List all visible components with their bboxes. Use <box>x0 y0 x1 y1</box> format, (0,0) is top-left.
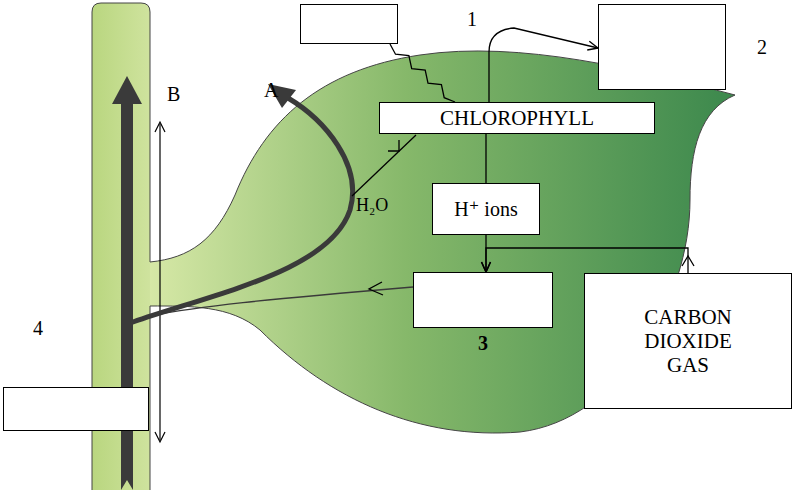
phloem-arrowhead <box>155 122 165 132</box>
box-text: CARBON DIOXIDE GAS <box>628 305 748 377</box>
part-label: A <box>264 80 278 100</box>
stem-outline <box>150 306 151 490</box>
co2-arrowhead <box>682 256 694 266</box>
answer-box: 3 <box>413 272 553 328</box>
input-box: CARBON DIOXIDE GAS <box>584 273 792 409</box>
xylem-arrowhead <box>112 76 142 104</box>
water-arrow <box>352 135 416 196</box>
light-energy-connector <box>390 44 455 102</box>
chemical-label: H₂O <box>356 196 388 214</box>
flow-arrow <box>485 235 486 272</box>
callout-number: 1 <box>467 9 477 29</box>
leaf-vein <box>133 98 353 322</box>
phloem-arrow <box>159 124 160 440</box>
answer-box: 2 <box>598 4 726 90</box>
box-text: CHLOROPHYLL <box>440 106 594 130</box>
answer-box: 4 <box>3 387 149 431</box>
flow-arrow <box>489 28 598 102</box>
process-box: H⁺ ions <box>432 183 540 235</box>
flow-arrow <box>486 248 688 273</box>
flow-arrow <box>485 134 486 183</box>
part-label: B <box>167 84 180 104</box>
callout-number: 3 <box>478 333 488 353</box>
callout-number: 4 <box>33 318 43 338</box>
phloem-arrowhead <box>155 432 165 442</box>
sugar-flow-arrowhead <box>369 282 383 295</box>
process-box: CHLOROPHYLL <box>379 102 655 134</box>
water-arrowhead <box>388 140 399 151</box>
xylem-arrow <box>121 100 133 490</box>
answer-box: 1 <box>300 4 398 44</box>
box-text: H⁺ ions <box>454 198 517 221</box>
callout-number: 2 <box>757 37 767 57</box>
